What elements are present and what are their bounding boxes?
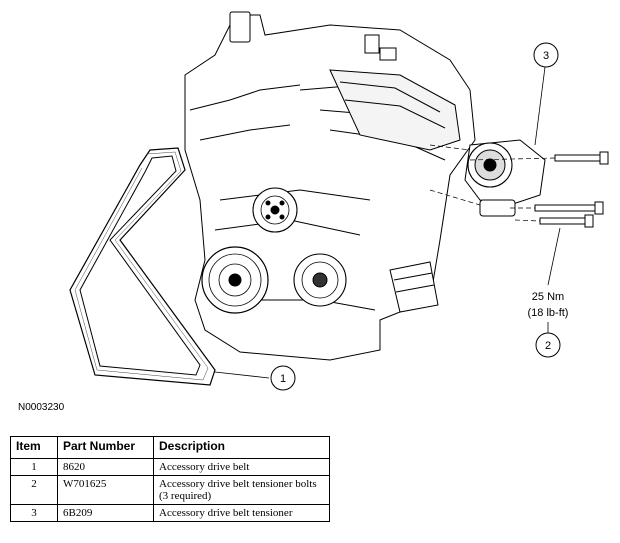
row-description: Accessory drive belt tensioner bolts (3 … [153, 475, 330, 505]
row-item: 1 [10, 458, 58, 476]
oil-filter [389, 261, 439, 313]
table-header-row: Item Part Number Description [10, 436, 330, 459]
row-description: Accessory drive belt [153, 458, 330, 476]
row-part-number: 8620 [57, 458, 154, 476]
callout-3: 3 [533, 42, 559, 68]
svg-text:3: 3 [543, 50, 549, 62]
torque-lbft: (18 lb-ft) [528, 307, 569, 319]
crankshaft-pulley [201, 246, 269, 314]
figure-id: N0003230 [18, 402, 65, 413]
callout-1: 1 [270, 365, 296, 391]
engine-illustration: 1 3 2 25 Nm (18 lb-ft) [69, 11, 609, 391]
alignment-lines [429, 144, 556, 222]
torque-nm: 25 Nm [532, 291, 564, 303]
ac-compressor [293, 253, 347, 307]
svg-text:1: 1 [280, 373, 286, 385]
callout-2: 2 [535, 332, 561, 358]
parts-table: Item Part Number Description 1 8620 Acce… [10, 436, 330, 522]
tensioner-bolts [534, 151, 609, 228]
leader-lines [214, 66, 561, 379]
row-item: 3 [10, 504, 58, 522]
drive-belt [69, 147, 216, 386]
header-description: Description [153, 436, 330, 459]
row-part-number: W701625 [57, 475, 154, 505]
row-part-number: 6B209 [57, 504, 154, 522]
water-pump-pulley [252, 187, 298, 233]
header-part-number: Part Number [57, 436, 154, 459]
row-description: Accessory drive belt tensioner [153, 504, 330, 522]
table-row: 2 W701625 Accessory drive belt tensioner… [10, 475, 330, 505]
table-row: 1 8620 Accessory drive belt [10, 458, 330, 476]
row-item: 2 [10, 475, 58, 505]
svg-text:2: 2 [545, 340, 551, 352]
table-row: 3 6B209 Accessory drive belt tensioner [10, 504, 330, 522]
belt-tensioner [464, 139, 546, 217]
header-item: Item [10, 436, 58, 459]
